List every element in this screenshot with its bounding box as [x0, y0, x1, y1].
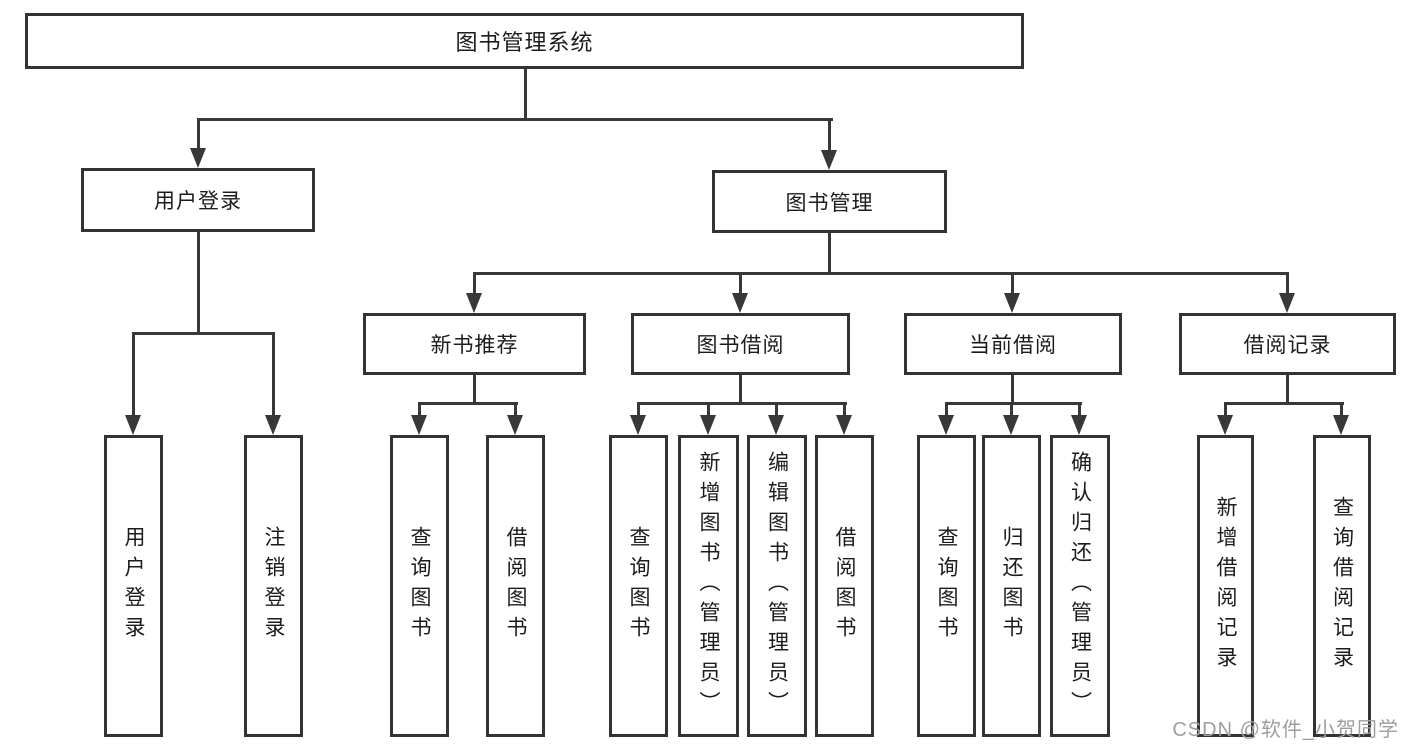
leaf-nbr-borrow-books: 借阅图书: [486, 435, 545, 737]
arrow-to-leaf-logout: [265, 415, 281, 435]
arrow-to-borrow-records: [1279, 293, 1295, 313]
arrow-to-cb-return: [1003, 415, 1019, 435]
connector-stub-leaf-logout: [272, 332, 275, 420]
node-user-login-branch: 用户登录: [81, 168, 315, 232]
connector-cb-drop: [1011, 375, 1014, 405]
arrow-to-leaf-login: [125, 415, 141, 435]
leaf-bb-borrow-books-label: 借阅图书: [833, 526, 856, 646]
arrow-to-nbr-borrow: [507, 415, 523, 435]
connector-bb-bar: [637, 402, 847, 405]
arrow-to-bb-edit: [768, 415, 784, 435]
arrow-to-bb-query: [630, 415, 646, 435]
leaf-bb-add-books-admin-label: 新增图书（管理员）: [697, 451, 720, 721]
leaf-nbr-query-books: 查询图书: [390, 435, 449, 737]
connector-stub-br-add: [1224, 402, 1227, 418]
connector-stub-cb-query: [945, 402, 948, 418]
connector-stub-book-borrow: [739, 272, 742, 296]
node-current-borrow-label: 当前借阅: [969, 334, 1057, 357]
connector-root-bar: [197, 118, 833, 121]
connector-stub-bb-borrow: [843, 402, 846, 418]
connector-root-drop: [524, 69, 527, 118]
connector-stub-new-book-rec: [473, 272, 476, 296]
leaf-bb-borrow-books: 借阅图书: [815, 435, 874, 737]
node-borrow-records-label: 借阅记录: [1243, 334, 1332, 357]
arrow-to-current-borrow: [1004, 293, 1020, 313]
connector-user-login-drop: [197, 232, 200, 335]
leaf-cb-query-books: 查询图书: [917, 435, 976, 737]
leaf-logout-label: 注销登录: [262, 526, 285, 646]
arrow-to-book-borrow: [732, 293, 748, 313]
arrow-to-new-book-rec: [466, 293, 482, 313]
leaf-br-query-record: 查询借阅记录: [1313, 435, 1371, 737]
node-book-borrow: 图书借阅: [631, 313, 850, 375]
connector-user-login-bar: [132, 332, 275, 335]
leaf-bb-edit-books-admin: 编辑图书（管理员）: [747, 435, 807, 737]
leaf-bb-edit-books-admin-label: 编辑图书（管理员）: [765, 451, 789, 721]
leaf-br-add-record-label: 新增借阅记录: [1214, 496, 1237, 676]
leaf-br-add-record: 新增借阅记录: [1197, 435, 1254, 737]
connector-stub-nbr-borrow: [514, 402, 517, 418]
leaf-cb-confirm-return-admin: 确认归还（管理员）: [1050, 435, 1110, 737]
connector-stub-book-mgmt: [828, 118, 831, 152]
leaf-user-login-label: 用户登录: [122, 526, 145, 646]
connector-cb-bar: [945, 402, 1082, 405]
node-book-borrow-label: 图书借阅: [696, 334, 785, 357]
leaf-cb-query-books-label: 查询图书: [935, 526, 958, 646]
arrow-to-bb-borrow: [836, 415, 852, 435]
arrow-to-book-mgmt: [821, 150, 837, 170]
arrow-to-br-add: [1217, 415, 1233, 435]
arrow-to-bb-add: [700, 415, 716, 435]
node-user-login-label: 用户登录: [154, 190, 242, 213]
leaf-nbr-query-books-label: 查询图书: [408, 526, 431, 646]
leaf-bb-query-books: 查询图书: [609, 435, 668, 737]
arrow-to-cb-confirm: [1071, 415, 1087, 435]
leaf-cb-return-books: 归还图书: [982, 435, 1041, 737]
arrow-to-user-login: [190, 148, 206, 168]
connector-stub-cb-return: [1010, 402, 1013, 418]
node-root-label: 图书管理系统: [455, 30, 594, 55]
arrow-to-br-query: [1333, 415, 1349, 435]
connector-stub-user-login: [197, 118, 200, 150]
leaf-cb-return-books-label: 归还图书: [1000, 526, 1023, 646]
connector-book-mgmt-drop: [828, 233, 831, 275]
connector-stub-bb-add: [707, 402, 710, 418]
csdn-watermark: CSDN @软件_小贺同学: [1172, 719, 1399, 741]
connector-br-drop: [1286, 375, 1289, 405]
connector-stub-br-query: [1340, 402, 1343, 418]
connector-br-bar: [1224, 402, 1344, 405]
connector-bb-drop: [739, 375, 742, 405]
connector-book-mgmt-bar: [473, 272, 1289, 275]
connector-stub-nbr-query: [418, 402, 421, 418]
node-borrow-records: 借阅记录: [1179, 313, 1396, 375]
connector-stub-leaf-login: [132, 332, 135, 420]
leaf-br-query-record-label: 查询借阅记录: [1330, 496, 1354, 676]
node-root-system: 图书管理系统: [25, 13, 1024, 69]
leaf-bb-add-books-admin: 新增图书（管理员）: [678, 435, 739, 737]
connector-stub-current-borrow: [1011, 272, 1014, 296]
arrow-to-nbr-query: [411, 415, 427, 435]
leaf-user-login: 用户登录: [104, 435, 163, 737]
leaf-bb-query-books-label: 查询图书: [627, 526, 650, 646]
leaf-logout: 注销登录: [244, 435, 303, 737]
connector-stub-bb-query: [637, 402, 640, 418]
node-book-mgmt-branch: 图书管理: [712, 170, 947, 233]
node-new-book-rec-label: 新书推荐: [430, 334, 519, 357]
connector-stub-borrow-records: [1286, 272, 1289, 296]
node-new-book-rec: 新书推荐: [363, 313, 586, 375]
leaf-nbr-borrow-books-label: 借阅图书: [504, 526, 527, 646]
connector-stub-bb-edit: [775, 402, 778, 418]
node-current-borrow: 当前借阅: [904, 313, 1122, 375]
leaf-cb-confirm-return-admin-label: 确认归还（管理员）: [1068, 451, 1092, 721]
connector-nbr-drop: [473, 375, 476, 405]
connector-stub-cb-confirm: [1078, 402, 1081, 418]
arrow-to-cb-query: [938, 415, 954, 435]
node-book-mgmt-label: 图书管理: [785, 191, 874, 215]
connector-nbr-bar: [418, 402, 518, 405]
